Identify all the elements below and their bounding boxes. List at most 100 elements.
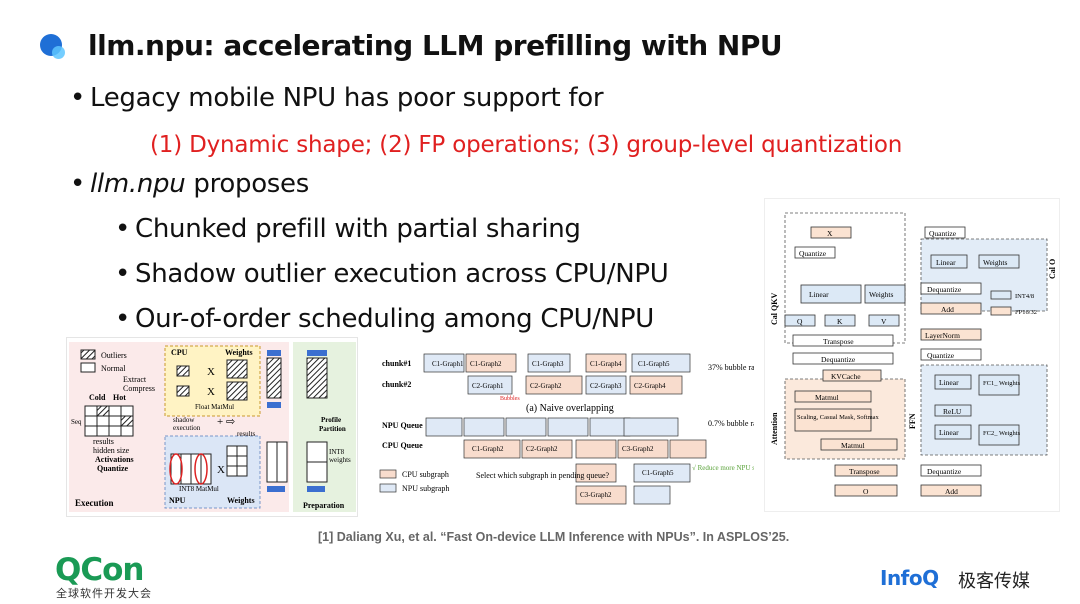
- svg-text:weights: weights: [329, 456, 351, 464]
- slide-title: llm.npu: accelerating LLM prefilling wit…: [88, 29, 783, 62]
- svg-text:C2-Graph3: C2-Graph3: [590, 382, 622, 390]
- svg-text:Add: Add: [941, 305, 954, 314]
- preparation-label: Preparation: [303, 501, 345, 510]
- cpu-box: [164, 345, 261, 417]
- svg-text:CPU: CPU: [171, 348, 188, 357]
- svg-text:K: K: [837, 317, 843, 326]
- svg-text:C1-Graph4: C1-Graph4: [590, 360, 622, 368]
- svg-text:Extract: Extract: [123, 375, 147, 384]
- svg-text:Weights: Weights: [227, 496, 255, 505]
- svg-text:results: results: [93, 437, 114, 446]
- svg-text:C2-Graph4: C2-Graph4: [634, 382, 666, 390]
- outliers-label: Outliers: [101, 351, 127, 360]
- svg-text:Quantize: Quantize: [929, 229, 957, 238]
- svg-text:execution: execution: [173, 424, 201, 432]
- svg-text:37% bubble rate: 37% bubble rate: [708, 363, 754, 372]
- svg-text:ReLU: ReLU: [943, 407, 962, 416]
- svg-text:LayerNorm: LayerNorm: [925, 331, 960, 340]
- shadow-outlier-figure: Outliers Normal Extract Compress Cold Ho…: [66, 337, 358, 517]
- svg-text:C1-Graph2: C1-Graph2: [472, 445, 504, 453]
- svg-text:+ ⇨: + ⇨: [217, 416, 235, 428]
- svg-text:INT8: INT8: [329, 448, 345, 456]
- svg-text:Activations: Activations: [95, 455, 134, 464]
- svg-text:FFN: FFN: [908, 413, 917, 429]
- svg-text:C1-Graph5: C1-Graph5: [642, 469, 674, 477]
- title-bullet-icon: [40, 34, 66, 60]
- svg-text:Linear: Linear: [939, 378, 959, 387]
- svg-text:C2-Graph1: C2-Graph1: [472, 382, 504, 390]
- svg-text:Weights: Weights: [225, 348, 253, 357]
- svg-text:Attention: Attention: [770, 412, 779, 445]
- svg-text:Q: Q: [797, 317, 803, 326]
- svg-text:X: X: [207, 386, 215, 398]
- svg-text:C2-Graph2: C2-Graph2: [530, 382, 562, 390]
- svg-text:results: results: [237, 430, 256, 438]
- svg-text:Matmul: Matmul: [841, 441, 865, 450]
- svg-text:C3-Graph2: C3-Graph2: [580, 491, 612, 499]
- bullet-legacy: •Legacy mobile NPU has poor support for: [70, 83, 604, 113]
- svg-text:Hot: Hot: [113, 393, 126, 402]
- svg-text:Matmul: Matmul: [815, 393, 839, 402]
- red-problems-line: (1) Dynamic shape; (2) FP operations; (3…: [150, 132, 903, 158]
- svg-text:C3-Graph2: C3-Graph2: [622, 445, 654, 453]
- svg-text:C2-Graph2: C2-Graph2: [526, 445, 558, 453]
- svg-text:CPU subgraph: CPU subgraph: [402, 470, 449, 479]
- svg-text:Linear: Linear: [939, 428, 959, 437]
- svg-text:Compress: Compress: [123, 384, 155, 393]
- bullet-proposes: •llm.npu proposes: [70, 169, 309, 199]
- svg-text:chunk#1: chunk#1: [382, 359, 411, 368]
- infoq-cn-text: 极客传媒: [958, 571, 1030, 592]
- svg-text:X: X: [827, 229, 833, 238]
- svg-text:NPU Queue: NPU Queue: [382, 421, 423, 430]
- svg-text:Scaling, Casual Mask, Softmax: Scaling, Casual Mask, Softmax: [797, 414, 880, 421]
- svg-text:C1-Graph1: C1-Graph1: [432, 360, 464, 368]
- svg-text:Cal O: Cal O: [1048, 259, 1057, 279]
- proposes-text: proposes: [185, 169, 309, 199]
- svg-text:C1-Graph5: C1-Graph5: [638, 360, 670, 368]
- svg-text:NPU: NPU: [169, 496, 186, 505]
- svg-text:Normal: Normal: [101, 364, 126, 373]
- svg-text:C1-Graph2: C1-Graph2: [470, 360, 502, 368]
- bullet-scheduling: •Our-of-order scheduling among CPU/NPU: [115, 304, 655, 334]
- svg-text:Cold: Cold: [89, 393, 106, 402]
- bullet-shadow: •Shadow outlier execution across CPU/NPU: [115, 259, 669, 289]
- footer: [0, 548, 1080, 604]
- infoq-logo: InfoQ: [880, 566, 939, 590]
- svg-text:Dequantize: Dequantize: [927, 467, 962, 476]
- svg-text:NPU subgraph: NPU subgraph: [402, 484, 449, 493]
- svg-text:0.7% bubble rate: 0.7% bubble rate: [708, 419, 754, 428]
- bullet-shadow-text: Shadow outlier execution across CPU/NPU: [135, 259, 669, 289]
- qcon-logo: QCon: [55, 552, 144, 588]
- svg-text:Float MatMul: Float MatMul: [195, 403, 234, 411]
- svg-text:X: X: [207, 366, 215, 378]
- svg-text:Quantize: Quantize: [799, 249, 827, 258]
- svg-text:Weights: Weights: [983, 258, 1007, 267]
- svg-text:C1-Graph3: C1-Graph3: [532, 360, 564, 368]
- svg-text:Quantize: Quantize: [927, 351, 955, 360]
- svg-text:hidden size: hidden size: [93, 446, 130, 455]
- svg-text:Linear: Linear: [936, 258, 956, 267]
- svg-text:V: V: [881, 317, 887, 326]
- svg-text:Select which subgraph in pendi: Select which subgraph in pending queue?: [476, 471, 610, 480]
- svg-text:FP16/32: FP16/32: [1015, 309, 1037, 316]
- svg-text:CPU Queue: CPU Queue: [382, 441, 423, 450]
- citation: [1] Daliang Xu, et al. “Fast On-device L…: [318, 530, 790, 544]
- naive-caption: (a) Naive overlapping: [526, 403, 614, 414]
- svg-text:chunk#2: chunk#2: [382, 380, 411, 389]
- svg-text:Linear: Linear: [809, 290, 829, 299]
- svg-text:O: O: [863, 487, 869, 496]
- bullet-legacy-text: Legacy mobile NPU has poor support for: [90, 83, 604, 113]
- svg-text:Seq: Seq: [71, 418, 82, 426]
- svg-text:Partition: Partition: [319, 425, 346, 433]
- svg-text:Add: Add: [945, 487, 958, 496]
- bullet-chunked-text: Chunked prefill with partial sharing: [135, 214, 581, 244]
- svg-text:Quantize: Quantize: [97, 464, 129, 473]
- bullet-scheduling-text: Our-of-order scheduling among CPU/NPU: [135, 304, 655, 334]
- bullet-chunked: •Chunked prefill with partial sharing: [115, 214, 581, 244]
- svg-text:FC1_ Weights: FC1_ Weights: [983, 380, 1021, 387]
- svg-text:Cal QKV: Cal QKV: [770, 293, 779, 325]
- svg-text:Transpose: Transpose: [849, 467, 880, 476]
- svg-text:Transpose: Transpose: [823, 337, 854, 346]
- svg-text:INT8 MatMul: INT8 MatMul: [179, 485, 219, 493]
